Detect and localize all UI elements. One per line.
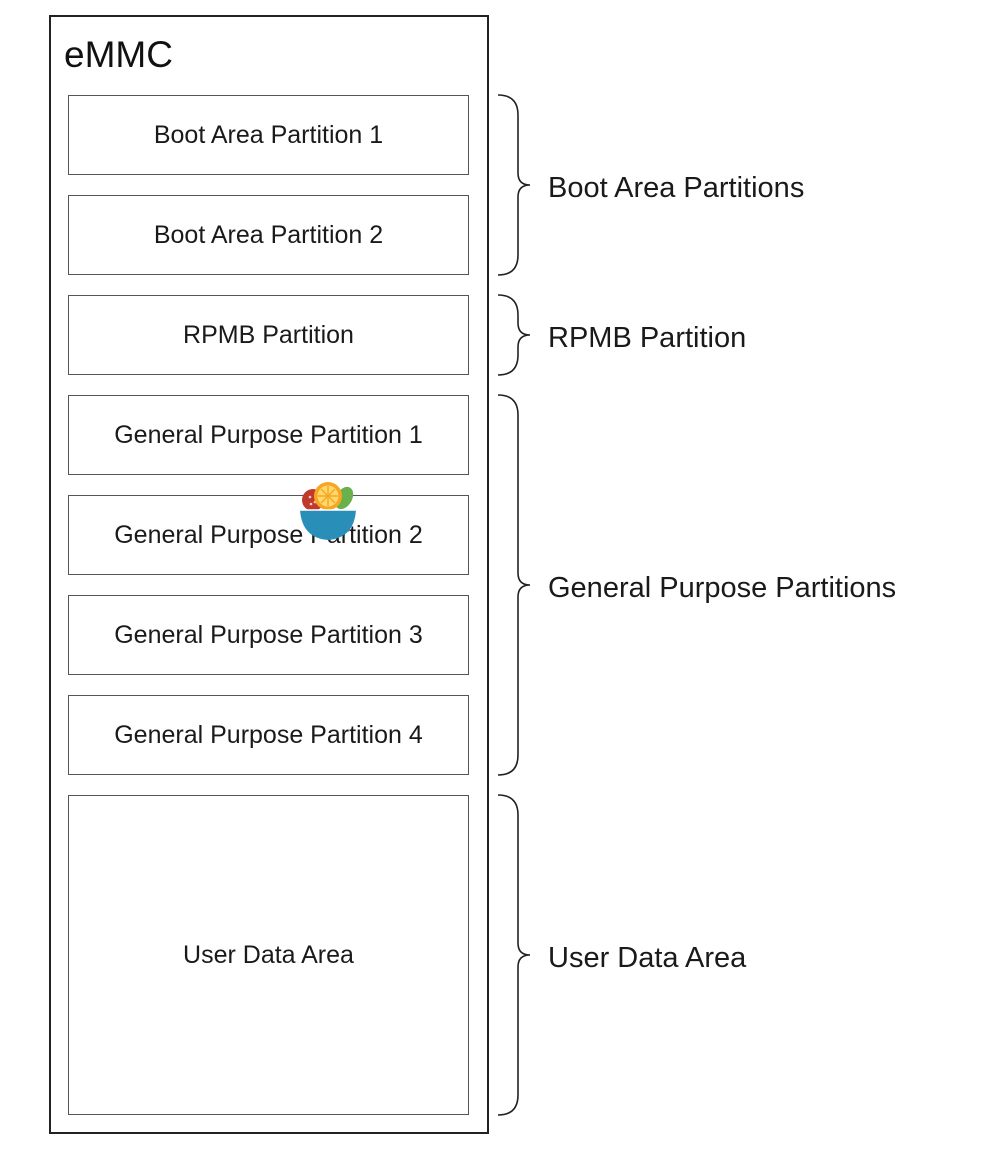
group-label-general-purpose-partitions: General Purpose Partitions [548, 572, 897, 604]
general-purpose-partition-3: General Purpose Partition 3 [68, 595, 469, 675]
rpmb-partition: RPMB Partition [68, 295, 469, 375]
general-purpose-partition-4: General Purpose Partition 4 [68, 695, 469, 775]
boot-area-partition-2: Boot Area Partition 2 [68, 195, 469, 275]
diagram-title: eMMC [64, 34, 173, 75]
boot-area-brace [497, 94, 531, 276]
group-label-boot-area-partitions: Boot Area Partitions [548, 172, 805, 204]
group-label-rpmb-partition: RPMB Partition [548, 322, 747, 354]
general-purpose-partition-2: General Purpose Partition 2 [68, 495, 469, 575]
general-purpose-brace [497, 394, 531, 776]
user-data-area-partition: User Data Area [68, 795, 469, 1115]
user-data-brace [497, 794, 531, 1116]
general-purpose-partition-1: General Purpose Partition 1 [68, 395, 469, 475]
group-label-user-data-area: User Data Area [548, 942, 747, 974]
boot-area-partition-1: Boot Area Partition 1 [68, 95, 469, 175]
rpmb-brace [497, 294, 531, 376]
fruit-bowl-icon [300, 482, 356, 540]
